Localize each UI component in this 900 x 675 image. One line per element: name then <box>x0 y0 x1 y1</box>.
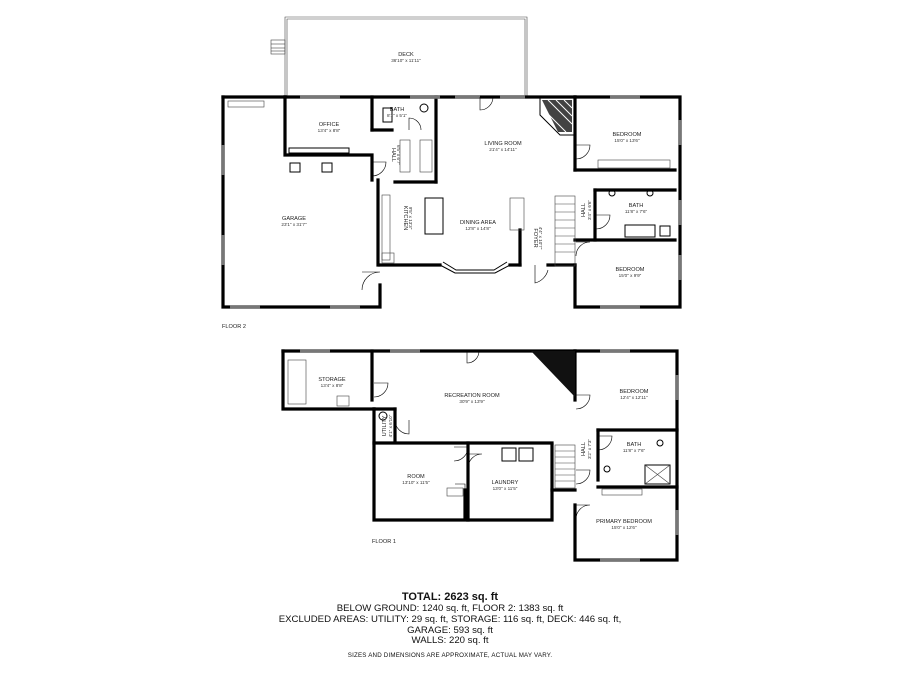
floor-1-stairs <box>554 444 576 489</box>
living-dim: 21'4" x 14'11" <box>489 147 517 152</box>
hall-1-dim: 3'2" x 7'3" <box>587 439 592 459</box>
total-area: TOTAL: 2623 sq. ft <box>401 591 499 603</box>
hall-1-name: HALL <box>581 442 587 456</box>
foyer-dim: 4'4" x 10'7" <box>538 227 543 250</box>
floor-1-walls <box>281 349 679 562</box>
floor-2-fixtures <box>227 99 671 267</box>
floor-2-plan: DECK 36'10" x 11'11" OFFICE 13'4" x 8'8"… <box>221 16 682 330</box>
foyer-name: FOYER <box>532 228 538 247</box>
deck <box>270 16 528 97</box>
bedroom-se-name: BEDROOM <box>616 267 645 273</box>
disclaimer: SIZES AND DIMENSIONS ARE APPROXIMATE, AC… <box>347 652 553 659</box>
floor-2-windows <box>221 95 682 309</box>
dining-dim: 12'8" x 14'8" <box>465 226 491 231</box>
bedroom-ne-dim: 15'0" x 13'6" <box>614 138 640 143</box>
bath-small-dim: 8'1" x 5'1" <box>387 113 407 118</box>
deck-name: DECK <box>398 52 414 58</box>
floor-1-labels: STORAGE 13'4" x 8'8" RECREATION ROOM 30'… <box>318 377 652 545</box>
utility-name: UTILITY <box>382 415 388 436</box>
bedroom-ne-name: BEDROOM <box>613 132 642 138</box>
garage-name: GARAGE <box>282 216 306 222</box>
floor-2-stairs <box>509 195 576 267</box>
floor-2-walls <box>221 95 682 309</box>
hall-e-dim: 3'4" x 6'6" <box>587 200 592 220</box>
excluded-areas-line: EXCLUDED AREAS: UTILITY: 29 sq. ft, STOR… <box>278 614 622 625</box>
bath-e-name: BATH <box>629 203 644 209</box>
floor-1-windows <box>300 349 679 562</box>
garage-dim: 23'1" x 31'7" <box>281 222 307 227</box>
floor-1-plan: STORAGE 13'4" x 8'8" RECREATION ROOM 30'… <box>281 349 679 562</box>
laundry-dim: 13'0" x 11'5" <box>493 486 518 491</box>
storage-name: STORAGE <box>318 377 346 383</box>
floor-1-doors <box>373 350 613 520</box>
floor-2-label: FLOOR 2 <box>222 324 246 330</box>
walls-area-line: WALLS: 220 sq. ft <box>411 635 489 646</box>
floor-2-doors <box>361 96 611 291</box>
room-dim: 13'10" x 11'5" <box>402 480 430 485</box>
primary-bedroom-name: PRIMARY BEDROOM <box>596 519 652 525</box>
office-dim: 13'4" x 8'8" <box>318 128 341 133</box>
recreation-dim: 30'9" x 13'9" <box>459 399 485 404</box>
office-name: OFFICE <box>319 122 340 128</box>
kitchen-name: KITCHEN <box>402 206 408 231</box>
living-name: LIVING ROOM <box>484 141 522 147</box>
recreation-name: RECREATION ROOM <box>444 393 500 399</box>
bath-small-name: BATH <box>390 107 405 113</box>
bath-1-name: BATH <box>627 442 642 448</box>
bath-1-dim: 11'8" x 7'6" <box>623 448 646 453</box>
hall-dim: 6'5" x 6'7" <box>396 145 401 165</box>
below-ground-line: BELOW GROUND: 1240 sq. ft, FLOOR 2: 1383… <box>336 603 564 614</box>
garage-area-line: GARAGE: 593 sq. ft <box>407 625 493 636</box>
kitchen-dim: 9'5" x 13'3" <box>408 207 413 230</box>
deck-dim: 36'10" x 11'11" <box>391 58 421 63</box>
room-name: ROOM <box>407 474 425 480</box>
floor-2-labels: DECK 36'10" x 11'11" OFFICE 13'4" x 8'8"… <box>222 52 648 330</box>
bedroom-1-name: BEDROOM <box>620 389 649 395</box>
hall-e-name: HALL <box>581 203 587 217</box>
bath-e-dim: 11'8" x 7'6" <box>625 209 648 214</box>
floor-1-fixtures <box>287 351 671 497</box>
laundry-name: LAUNDRY <box>492 480 519 486</box>
bedroom-se-dim: 15'0" x 9'9" <box>619 273 642 278</box>
hall-name: HALL <box>390 148 396 162</box>
floor-1-label: FLOOR 1 <box>372 539 396 545</box>
dining-name: DINING AREA <box>460 220 496 226</box>
bedroom-1-dim: 12'4" x 12'11" <box>620 395 648 400</box>
primary-bedroom-dim: 15'0" x 12'6" <box>611 525 637 530</box>
utility-dim: 4'1" x 6'10" <box>388 414 393 437</box>
storage-dim: 13'4" x 8'8" <box>321 383 344 388</box>
